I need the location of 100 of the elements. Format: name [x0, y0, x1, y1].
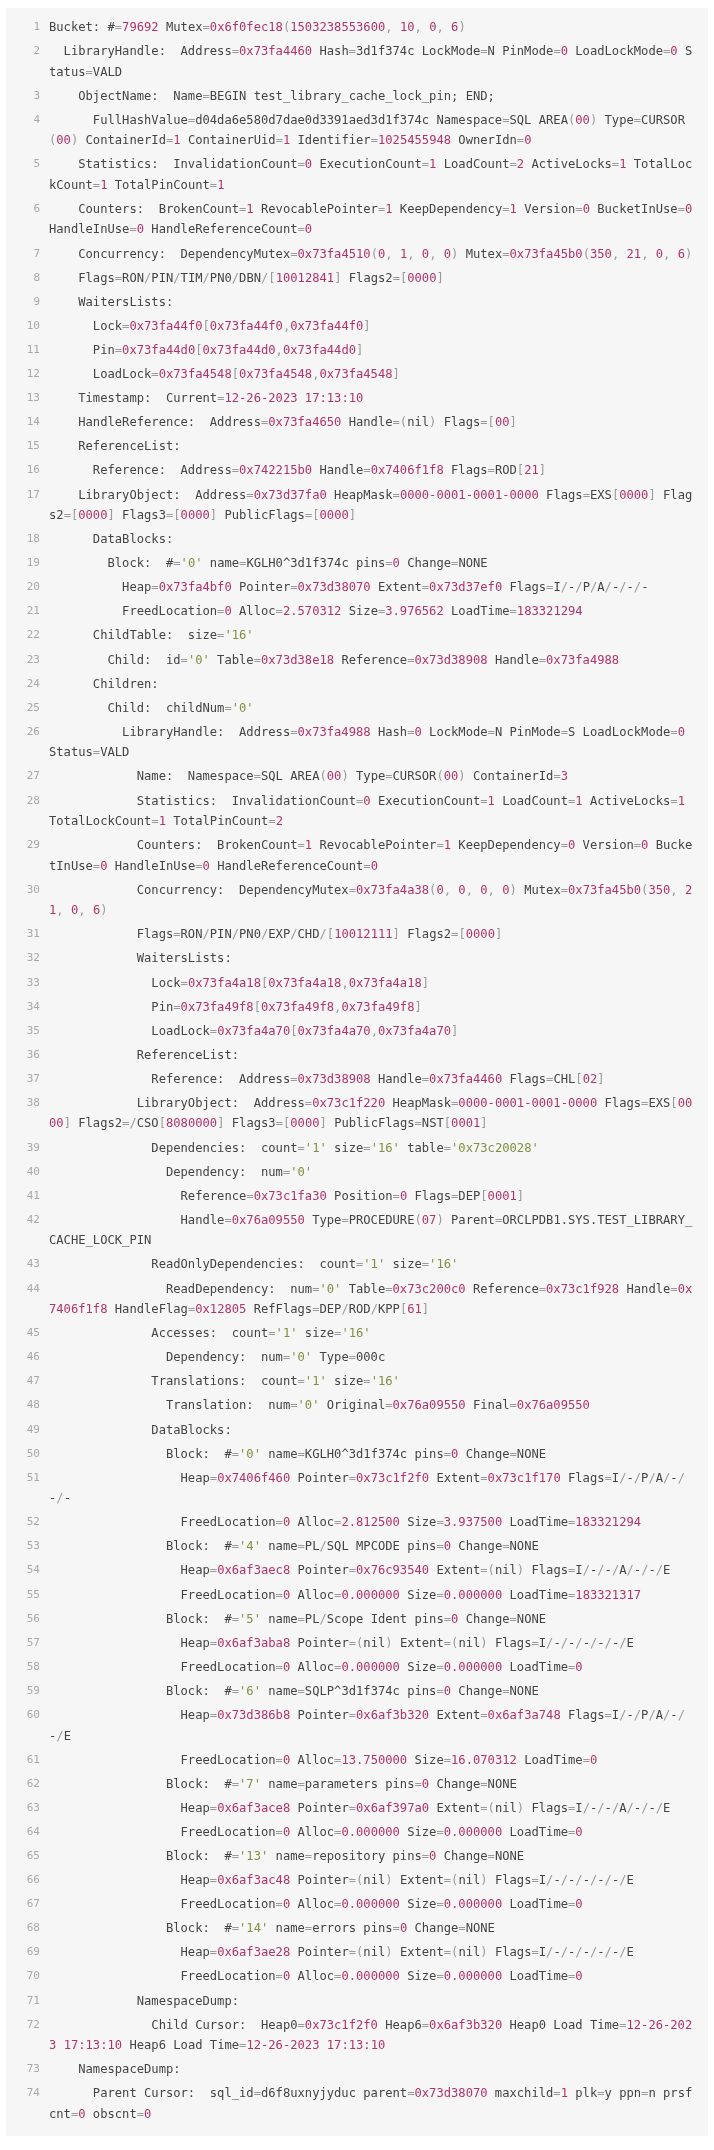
line-number: 13 [25, 390, 40, 407]
code-line: NamespaceDump: [77, 2061, 182, 2079]
line-number: 39 [25, 1139, 40, 1156]
code-line: FreedLocation=0 Alloc=0.000000 Size=0.000000 LoadTime=183321317 [179, 1586, 643, 1604]
code-line: ChildTable: size='16' [91, 627, 255, 645]
code-line: Bucket: #=79692 Mutex=0x6f0fec18(1503238553600, 10, 0, 6) [49, 19, 467, 36]
line-number: 54 [25, 1562, 40, 1579]
code-line: HandleReference: Address=0x73fa4650 Handle=(nil) Flags=[00] [77, 414, 518, 432]
code-line: ReadDependency: num='0' Table=0x73c200c0 Reference=0x73c1f928 Handle=0x7406f1f8 HandleFlag=0x12805 RefFlags=DEP/ROD/KPP[61] [49, 1280, 694, 1319]
code-line: ObjectName: Name=BEGIN test_library_cache_lock_pin; END; [77, 87, 496, 105]
code-line: Dependency: num='0' Type=000c [164, 1349, 387, 1367]
code-line: Heap=0x7406f460 Pointer=0x73c1f2f0 Extent=0x73c1f170 Flags=I/-/P/A/-/-/- [49, 1469, 686, 1508]
code-line: LibraryHandle: Address=0x73fa4988 Hash=0 LockMode=N PinMode=S LoadLockMode=0 Status=VALD [49, 723, 686, 762]
code-line: FreedLocation=0 Alloc=2.812500 Size=3.937500 LoadTime=183321294 [179, 1514, 643, 1532]
code-line: DataBlocks: [91, 531, 175, 549]
line-number: 12 [25, 366, 40, 383]
line-number: 8 [32, 269, 40, 286]
code-line: Block: #='7' name=parameters pins=0 Change=NONE [164, 1775, 518, 1793]
line-number: 29 [25, 837, 40, 854]
line-number: 30 [25, 881, 40, 898]
code-line: Flags=RON/PIN/PN0/EXP/CHD/[10012111] Flags2=[0000] [135, 926, 504, 944]
code-line: Reference=0x73c1fa30 Position=0 Flags=DEP[0001] [179, 1187, 526, 1205]
line-number: 48 [25, 1397, 40, 1414]
code-line: Statistics: InvalidationCount=0 ExecutionCount=1 LoadCount=2 ActiveLocks=1 TotalLockCount=1 TotalPinCount=1 [49, 156, 694, 194]
code-line: Child: childNum='0' [106, 699, 255, 717]
line-number: 2 [32, 43, 40, 60]
code-line: ReferenceList: [135, 1046, 241, 1064]
line-number: 57 [25, 1634, 40, 1651]
code-line: Pin=0x73fa49f8[0x73fa49f8,0x73fa49f8] [150, 998, 423, 1016]
line-number: 74 [25, 2085, 40, 2102]
line-number: 4 [32, 111, 40, 128]
line-number: 47 [25, 1373, 40, 1390]
code-line: Heap=0x6af3ac48 Pointer=(nil) Extent=(nil) Flags=I/-/-/-/-/-/E [179, 1872, 635, 1890]
line-number: 49 [25, 1421, 40, 1438]
code-line: Heap=0x6af3ace8 Pointer=0x6af397a0 Extent=(nil) Flags=I/-/-/A/-/-/E [179, 1799, 672, 1817]
code-line: Parent Cursor: sql_id=d6f8uxnyjyduc parent=0x73d38070 maxchild=1 plk=y ppn=n prsfcnt=0 obscnt=0 [49, 2085, 694, 2123]
code-line: Heap=0x73d386b8 Pointer=0x6af3b320 Extent=0x6af3a748 Flags=I/-/P/A/-/-/E [49, 1707, 686, 1745]
line-number: 58 [25, 1658, 40, 1675]
line-number: 5 [32, 156, 40, 173]
code-line: Concurrency: DependencyMutex=0x73fa4a38(0, 0, 0, 0) Mutex=0x73fa45b0(350, 21, 0, 6) [49, 881, 694, 920]
line-number: 10 [25, 317, 40, 334]
code-line: Block: #='0' name=KGLH0^3d1f374c pins=0 Change=NONE [106, 555, 489, 573]
line-number: 24 [25, 675, 40, 692]
line-number: 6 [32, 200, 40, 217]
line-number: 25 [25, 699, 40, 716]
code-line: Block: #='13' name=repository pins=0 Change=NONE [164, 1848, 526, 1865]
code-line: Translation: num='0' Original=0x76a09550 Final=0x76a09550 [164, 1397, 591, 1415]
line-number: 9 [32, 293, 40, 310]
line-number: 14 [25, 414, 40, 431]
line-number: 56 [25, 1610, 40, 1627]
code-line: Translations: count='1' size='16' [150, 1373, 401, 1391]
line-number: 55 [25, 1586, 40, 1603]
line-number: 26 [25, 723, 40, 740]
line-number: 18 [25, 531, 40, 548]
line-number: 66 [25, 1872, 40, 1889]
code-line: Name: Namespace=SQL AREA(00) Type=CURSOR(00) ContainerId=3 [135, 768, 569, 786]
line-number: 51 [25, 1469, 40, 1486]
code-line: Heap=0x6af3aec8 Pointer=0x76c93540 Extent=(nil) Flags=I/-/-/A/-/-/E [179, 1562, 672, 1580]
code-line: NamespaceDump: [135, 1992, 241, 2010]
line-number: 38 [25, 1094, 40, 1111]
code-line: WaitersLists: [135, 950, 233, 968]
code-line: FreedLocation=0 Alloc=0.000000 Size=0.000000 LoadTime=0 [179, 1896, 584, 1914]
code-line: FreedLocation=0 Alloc=2.570312 Size=3.976562 LoadTime=183321294 [121, 603, 584, 621]
code-line: Heap=0x6af3ae28 Pointer=(nil) Extent=(nil) Flags=I/-/-/-/-/-/E [179, 1944, 635, 1962]
code-line: Heap=0x6af3aba8 Pointer=(nil) Extent=(nil) Flags=I/-/-/-/-/-/E [179, 1634, 635, 1652]
code-line: LoadLock=0x73fa4548[0x73fa4548,0x73fa4548] [91, 366, 401, 384]
line-number: 64 [25, 1823, 40, 1840]
code-line: Flags=RON/PIN/TIM/PN0/DBN/[10012841] Flags2=[0000] [77, 269, 445, 287]
line-number: 16 [25, 462, 40, 479]
line-number: 65 [25, 1848, 40, 1864]
line-number: 15 [25, 438, 40, 455]
code-line: ReferenceList: [77, 438, 182, 456]
code-line: FreedLocation=0 Alloc=0.000000 Size=0.000000 LoadTime=0 [179, 1968, 584, 1986]
code-line: DataBlocks: [150, 1421, 233, 1439]
line-number: 20 [25, 579, 40, 596]
code-line: Block: #='14' name=errors pins=0 Change=NONE [164, 1920, 496, 1938]
line-number: 34 [25, 998, 40, 1015]
line-number: 68 [25, 1920, 40, 1937]
line-number: 7 [32, 245, 40, 262]
line-number: 42 [25, 1211, 40, 1228]
code-line: Pin=0x73fa44d0[0x73fa44d0,0x73fa44d0] [91, 341, 365, 359]
code-line: Concurrency: DependencyMutex=0x73fa4510(0, 1, 0, 0) Mutex=0x73fa45b0(350, 21, 0, 6) [77, 245, 694, 263]
line-number: 32 [25, 950, 40, 967]
line-number: 11 [25, 341, 40, 358]
code-line: Dependency: num='0' [164, 1163, 314, 1181]
code-line: WaitersLists: [77, 293, 175, 311]
line-number: 23 [25, 651, 40, 668]
code-line: Accesses: count='1' size='16' [150, 1325, 372, 1343]
code-line: Statistics: InvalidationCount=0 ExecutionCount=1 LoadCount=1 ActiveLocks=1 TotalLockCount=1 TotalPinCount=2 [49, 792, 686, 831]
line-number: 72 [25, 2016, 40, 2033]
code-line: FreedLocation=0 Alloc=0.000000 Size=0.000000 LoadTime=0 [179, 1823, 584, 1841]
code-line: Heap=0x73fa4bf0 Pointer=0x73d38070 Extent=0x73d37ef0 Flags=I/-/P/A/-/-/- [121, 579, 650, 597]
line-number: 3 [32, 87, 40, 104]
code-line: LibraryHandle: Address=0x73fa4460 Hash=3d1f374c LockMode=N PinMode=0 LoadLockMode=0 Status=VALD [49, 43, 694, 81]
code-line: Lock=0x73fa44f0[0x73fa44f0,0x73fa44f0] [91, 317, 372, 335]
code-line: Counters: BrokenCount=1 RevocablePointer=1 KeepDependency=0 Version=0 BucketInUse=0 HandleInUse=0 HandleReferenceCount=0 [49, 837, 694, 875]
code-line: FreedLocation=0 Alloc=0.000000 Size=0.000000 LoadTime=0 [179, 1658, 584, 1676]
line-number: 45 [25, 1325, 40, 1342]
code-line: Block: #='0' name=KGLH0^3d1f374c pins=0 Change=NONE [164, 1445, 548, 1463]
code-line: Child: id='0' Table=0x73d38e18 Reference=0x73d38908 Handle=0x73fa4988 [106, 651, 621, 669]
